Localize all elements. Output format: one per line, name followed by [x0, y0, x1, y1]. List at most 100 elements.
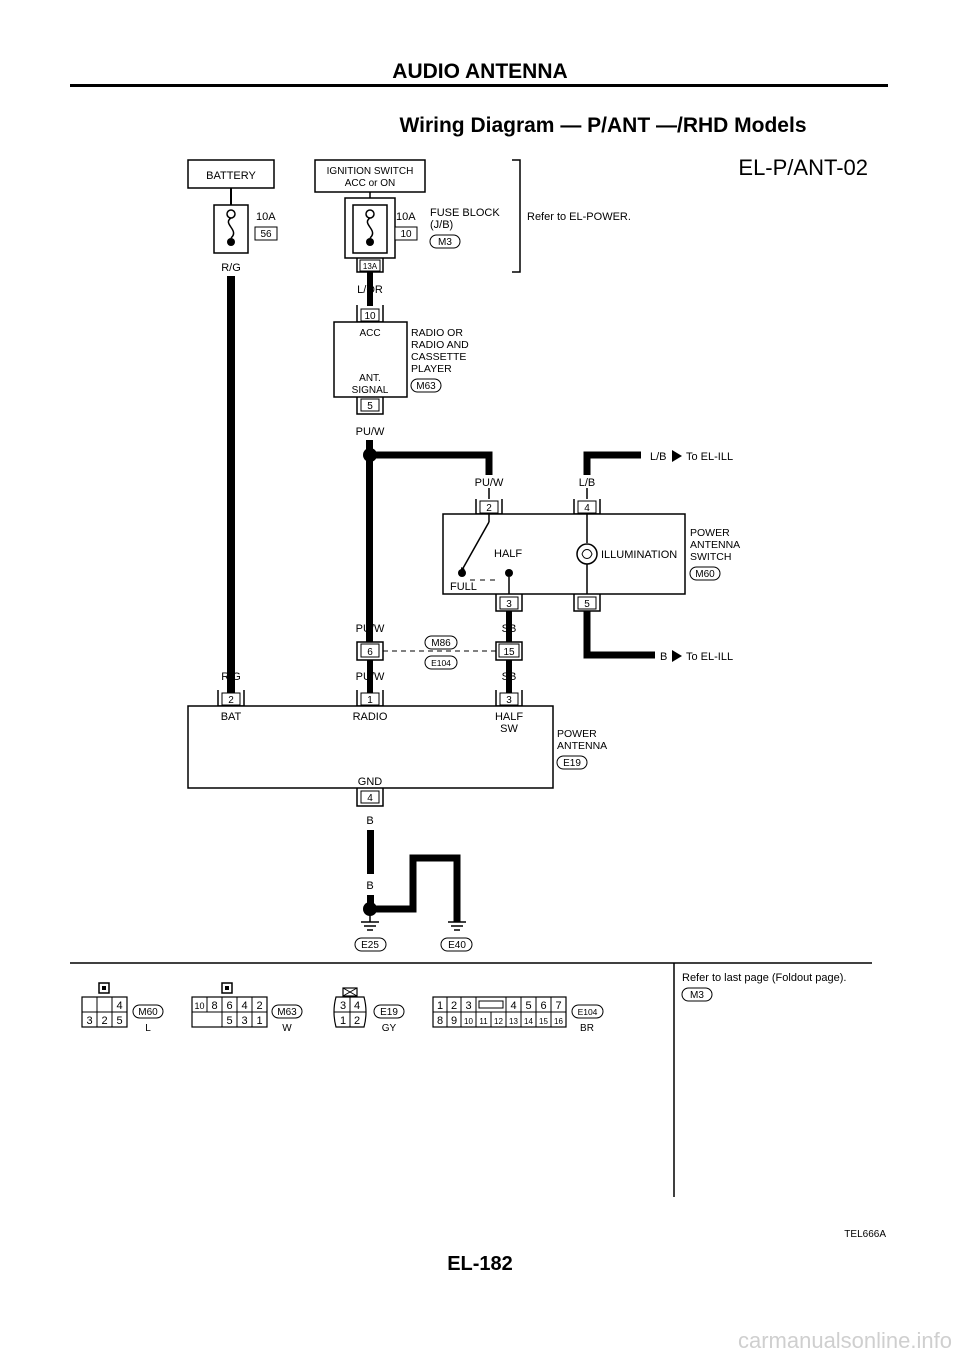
svg-text:5: 5 [525, 1000, 531, 1012]
svg-text:RADIO AND: RADIO AND [411, 339, 469, 351]
header-rule [70, 84, 888, 87]
svg-text:M60: M60 [138, 1007, 158, 1018]
svg-text:8: 8 [211, 1000, 217, 1012]
svg-text:2: 2 [101, 1015, 107, 1027]
svg-text:M63: M63 [416, 381, 436, 392]
svg-text:2: 2 [486, 503, 492, 514]
joint-pin-6: 6 [356, 641, 384, 661]
wire-puw-to-switch [370, 451, 493, 475]
svg-text:ANTENNA: ANTENNA [557, 740, 607, 752]
joint-connector-ids: M86 E104 [424, 635, 458, 670]
svg-text:4: 4 [116, 1000, 122, 1012]
svg-text:E25: E25 [361, 940, 379, 951]
fuse-block-terminal: 13A [356, 258, 384, 273]
connector-view-e19: 3 4 1 2 E19 GY [333, 987, 405, 1034]
svg-text:2: 2 [451, 1000, 457, 1012]
wire-label-puw-bottom: PU/W [356, 671, 385, 683]
svg-text:RADIO: RADIO [353, 711, 388, 723]
connector-view-m63: 10 8 6 4 2 5 3 1 M63 W [191, 982, 303, 1034]
svg-text:5: 5 [584, 599, 590, 610]
svg-text:3: 3 [86, 1015, 92, 1027]
to-el-ill-1: To EL-ILL [686, 451, 733, 463]
svg-text:M60: M60 [695, 569, 715, 580]
joint-pin-15: 15 [495, 641, 523, 661]
svg-text:10A: 10A [396, 211, 416, 223]
svg-text:10: 10 [400, 229, 412, 240]
svg-text:M86: M86 [431, 638, 451, 649]
arrow-to-ill-2 [672, 650, 682, 662]
svg-text:5: 5 [116, 1015, 122, 1027]
wire-sb-lower [506, 660, 512, 693]
svg-text:4: 4 [354, 1000, 360, 1012]
arrow-to-ill-1 [672, 450, 682, 462]
svg-text:3: 3 [340, 1000, 346, 1012]
antenna-pin-4: 4 [356, 788, 384, 807]
wire-b-gnd [367, 830, 374, 874]
svg-text:E40: E40 [448, 940, 466, 951]
power-antenna-switch: HALF FULL ILLUMINATION POWER ANTENNA SWI… [442, 513, 740, 595]
svg-text:9: 9 [451, 1015, 457, 1027]
svg-text:GY: GY [382, 1023, 397, 1034]
wire-label-b-gnd: B [366, 815, 373, 827]
svg-text:2: 2 [228, 695, 234, 706]
wire-label-lb-ext: L/B [650, 451, 667, 463]
wire-label-puw-radio: PU/W [356, 426, 385, 438]
svg-text:13: 13 [509, 1017, 518, 1026]
svg-text:15: 15 [539, 1017, 548, 1026]
svg-text:3: 3 [506, 695, 512, 706]
refer-power: Refer to EL-POWER. [527, 211, 631, 223]
wire-lb [583, 451, 641, 475]
wire-label-puw-joint: PU/W [356, 623, 385, 635]
svg-text:SW: SW [500, 723, 518, 735]
m3-connector-badge [681, 987, 713, 1002]
svg-text:BR: BR [580, 1023, 594, 1034]
svg-text:6: 6 [226, 1000, 232, 1012]
svg-text:ACC: ACC [359, 328, 380, 339]
svg-text:E19: E19 [563, 758, 581, 769]
power-bracket [512, 159, 521, 273]
svg-text:HALF: HALF [494, 548, 522, 560]
svg-text:POWER: POWER [557, 728, 597, 740]
svg-text:E104: E104 [431, 658, 451, 668]
wire-sb-upper [506, 611, 512, 643]
svg-text:10: 10 [194, 1001, 204, 1011]
svg-text:RADIO OR: RADIO OR [411, 327, 463, 339]
connector-view-m60: 4 3 2 5 M60 L [81, 982, 164, 1034]
svg-text:6: 6 [540, 1000, 546, 1012]
switch-pin-4: 4 [573, 499, 601, 515]
svg-text:SIGNAL: SIGNAL [352, 385, 389, 396]
figure-id: TEL666A [844, 1229, 886, 1240]
power-antenna: BAT RADIO HALF SW GND POWER ANTENNA E19 [187, 705, 607, 789]
svg-text:4: 4 [241, 1000, 247, 1012]
svg-text:BAT: BAT [221, 711, 242, 723]
svg-text:4: 4 [584, 503, 590, 514]
lamp-icon [576, 543, 598, 565]
svg-text:ANT.: ANT. [359, 373, 381, 384]
wire-label-rg-bottom: R/G [221, 671, 241, 683]
svg-text:1: 1 [340, 1015, 346, 1027]
fuse-56: 10A 56 [213, 204, 278, 254]
wire-label-puw-switch: PU/W [475, 477, 504, 489]
svg-text:4: 4 [510, 1000, 516, 1012]
svg-text:15: 15 [503, 647, 515, 658]
svg-text:2: 2 [256, 1000, 262, 1012]
wire-lor [367, 272, 373, 306]
svg-text:L: L [145, 1023, 151, 1034]
svg-text:16: 16 [554, 1017, 563, 1026]
svg-text:M3: M3 [438, 237, 452, 248]
svg-text:12: 12 [494, 1017, 503, 1026]
svg-text:10: 10 [464, 1017, 473, 1026]
svg-text:HALF: HALF [495, 711, 523, 723]
diagram-title: Wiring Diagram — P/ANT —/RHD Models [399, 114, 806, 137]
wire-b-ground-loop [370, 854, 461, 922]
svg-text:13A: 13A [363, 262, 378, 271]
svg-text:11: 11 [479, 1017, 488, 1026]
radio-signal-pin: 5 [356, 397, 384, 415]
svg-text:1: 1 [256, 1015, 262, 1027]
svg-text:56: 56 [260, 229, 272, 240]
m3-foldout-note: Refer to last page (Foldout page). [682, 972, 846, 984]
connector-view-e104: 1 2 3 4 5 6 7 8 9 10 11 12 13 14 15 16 E… [432, 996, 604, 1034]
radio: ACC ANT. SIGNAL RADIO OR RADIO AND CASSE… [333, 321, 469, 398]
battery: BATTERY [187, 159, 275, 189]
svg-text:E19: E19 [380, 1007, 398, 1018]
